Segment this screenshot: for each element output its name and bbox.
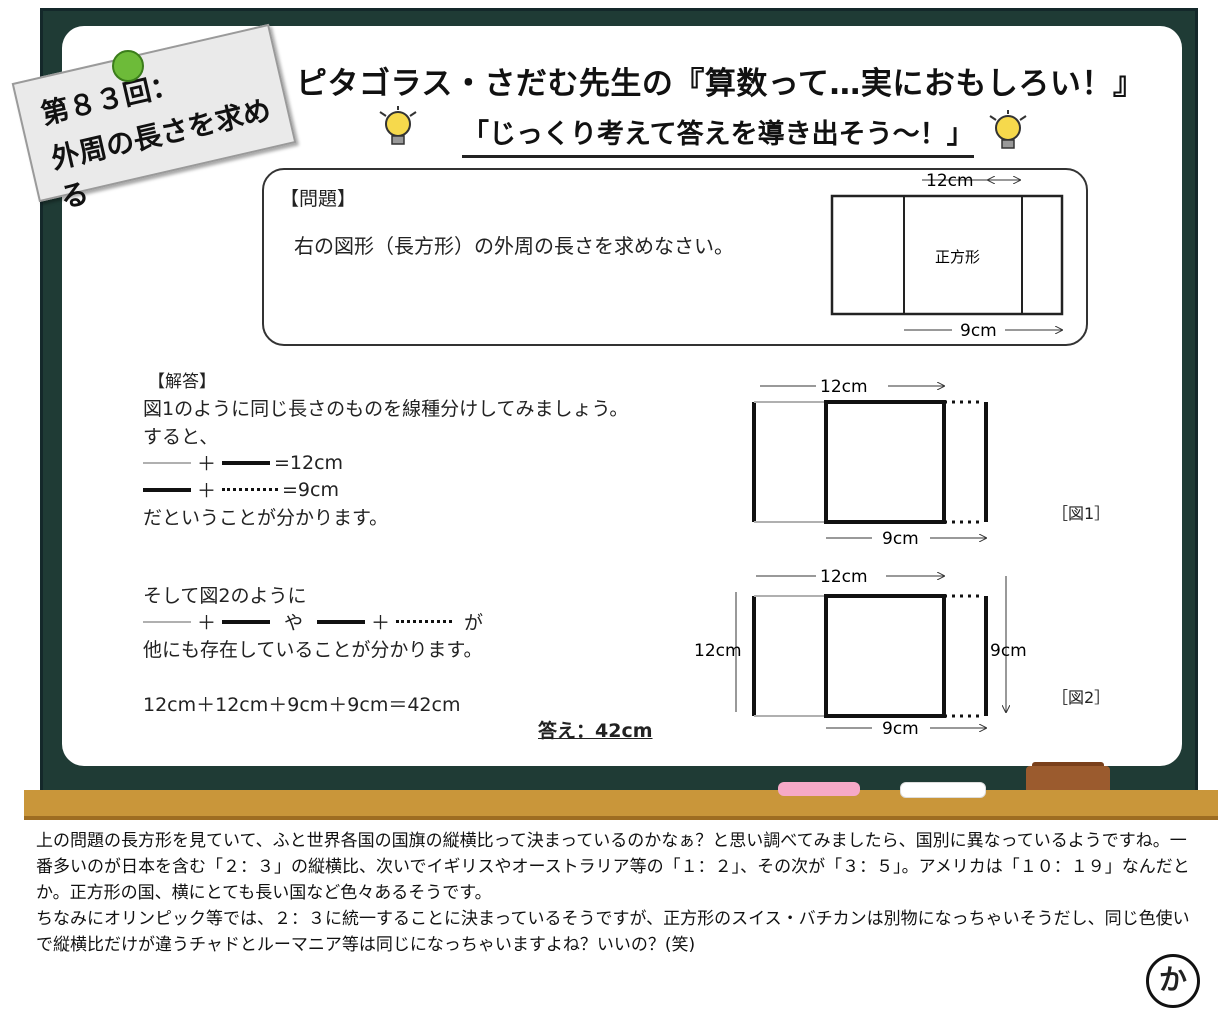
signature-badge: か — [1146, 954, 1200, 1008]
dotted-line-symbol — [396, 620, 453, 623]
rectangle-outline — [830, 194, 1064, 316]
equation-3: ＋ や ＋ が — [143, 608, 483, 635]
word-ya: や — [284, 612, 304, 634]
eraser-icon — [1026, 766, 1110, 794]
figure-2-caption: ［図2］ — [1052, 688, 1111, 707]
word-ga: が — [464, 612, 484, 634]
equation-2: ＋ =9cm — [143, 476, 339, 503]
figure-2: 12cm 12cm 9cm 9cm — [694, 567, 1027, 739]
pink-chalk-icon — [778, 782, 860, 796]
answer-line: そして図2のように — [143, 585, 307, 607]
page-subtitle: 「じっくり考えて答えを導き出そう〜！」 — [462, 112, 974, 158]
fig1-top-label: 12cm — [820, 377, 868, 397]
fig1-bottom-label: 9cm — [882, 529, 919, 549]
square-label: 正方形 — [935, 248, 980, 266]
problem-figure: 12cm 正方形 9cm — [830, 171, 1064, 341]
problem-box — [262, 168, 1088, 346]
plus-sign: ＋ — [197, 453, 217, 475]
page-title: ピタゴラス・さだむ先生の『算数って…実におもしろい！』 — [296, 66, 1145, 102]
footnote-paragraph: ちなみにオリンピック等では、２：３に統一することに決まっているそうですが、正方形… — [36, 909, 1190, 955]
answer-line: だということが分かります。 — [143, 507, 389, 529]
fig2-left-label: 12cm — [694, 641, 742, 661]
answer-line: 図1のように同じ長さのものを線種分けしてみましょう。 — [143, 398, 629, 420]
thick-line-symbol — [222, 619, 271, 624]
thick-line-symbol — [317, 619, 366, 624]
square-outline — [824, 594, 946, 718]
answer-heading: 【解答】 — [148, 372, 216, 392]
thin-line-symbol — [143, 620, 191, 623]
answer-line: すると、 — [143, 426, 219, 448]
plus-sign: ＋ — [197, 480, 217, 502]
equation-result: =12cm — [274, 451, 344, 474]
footnote: 上の問題の長方形を見ていて、ふと世界各国の国旗の縦横比って決まっているのかなぁ？… — [36, 828, 1196, 958]
square-outline — [824, 400, 946, 524]
problem-text: 右の図形（長方形）の外周の長さを求めなさい。 — [294, 234, 734, 258]
fig-bottom-label: 9cm — [960, 321, 997, 341]
fig2-bottom-label: 9cm — [882, 719, 919, 739]
white-chalk-icon — [900, 782, 986, 798]
problem-heading: 【問題】 — [280, 188, 357, 210]
plus-sign: ＋ — [197, 612, 217, 634]
fig2-right-label: 9cm — [990, 641, 1027, 661]
figure-1: 12cm 9cm — [752, 377, 988, 549]
footnote-paragraph: 上の問題の長方形を見ていて、ふと世界各国の国旗の縦横比って決まっているのかなぁ？… — [36, 831, 1190, 903]
sum-equation: 12cm＋12cm＋9cm＋9cm＝42cm — [143, 694, 461, 716]
thick-line-symbol — [222, 460, 271, 465]
lightbulb-icon — [989, 110, 1027, 149]
plus-sign: ＋ — [371, 612, 391, 634]
figure-1-caption: ［図1］ — [1052, 504, 1111, 523]
chalk-ledge — [24, 790, 1218, 820]
thin-line-symbol — [143, 461, 191, 464]
pushpin-icon — [112, 50, 144, 82]
fig2-top-label: 12cm — [820, 567, 868, 587]
thick-line-symbol — [143, 487, 191, 492]
dotted-line-symbol — [222, 488, 279, 491]
equation-result: =9cm — [282, 478, 339, 501]
answer-line: 他にも存在していることが分かります。 — [143, 639, 483, 661]
lightbulb-icon — [379, 106, 417, 145]
final-answer: 答え：42cm — [538, 720, 653, 742]
equation-1: ＋ =12cm — [143, 449, 343, 476]
fig-top-label: 12cm — [926, 171, 974, 191]
